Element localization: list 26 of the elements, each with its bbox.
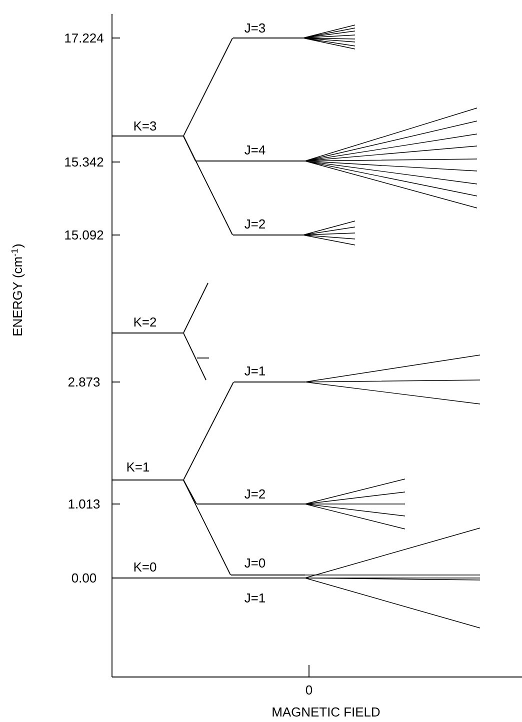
energy-level: J=1 [234, 366, 306, 382]
energy-level: K=3 [112, 121, 184, 136]
energy-level: K=1 [112, 462, 184, 480]
splitting-line [183, 480, 231, 576]
splitting-line [183, 38, 233, 136]
tick-label: 17.224 [65, 33, 104, 43]
energy-level: K=0 [112, 562, 214, 578]
splitting-line [183, 382, 234, 480]
tick-label: 0.00 [72, 573, 96, 583]
energy-level: K=2 [112, 317, 184, 334]
energy-level: J=2 [232, 219, 304, 236]
splitting-line [183, 136, 233, 236]
splitting-line [183, 332, 206, 380]
axis-title: ENERGY (cm$^{-1}$) [11, 244, 25, 336]
tick-label: 2.873 [68, 377, 100, 387]
energy-level: J=2 [196, 489, 306, 504]
tick-label: 15.092 [65, 230, 104, 240]
tick-label: 15.342 [65, 157, 104, 167]
tick-label: 1.013 [68, 499, 100, 509]
energy-level: J=0 [230, 558, 306, 576]
axis-title: MAGNETIC FIELD [272, 707, 380, 717]
tick-label: 0 [306, 685, 312, 695]
energy-level: J=1 [214, 578, 306, 603]
energy-level: J=4 [196, 146, 306, 162]
energy-level: J=3 [232, 23, 304, 38]
splitting-line [183, 282, 208, 334]
